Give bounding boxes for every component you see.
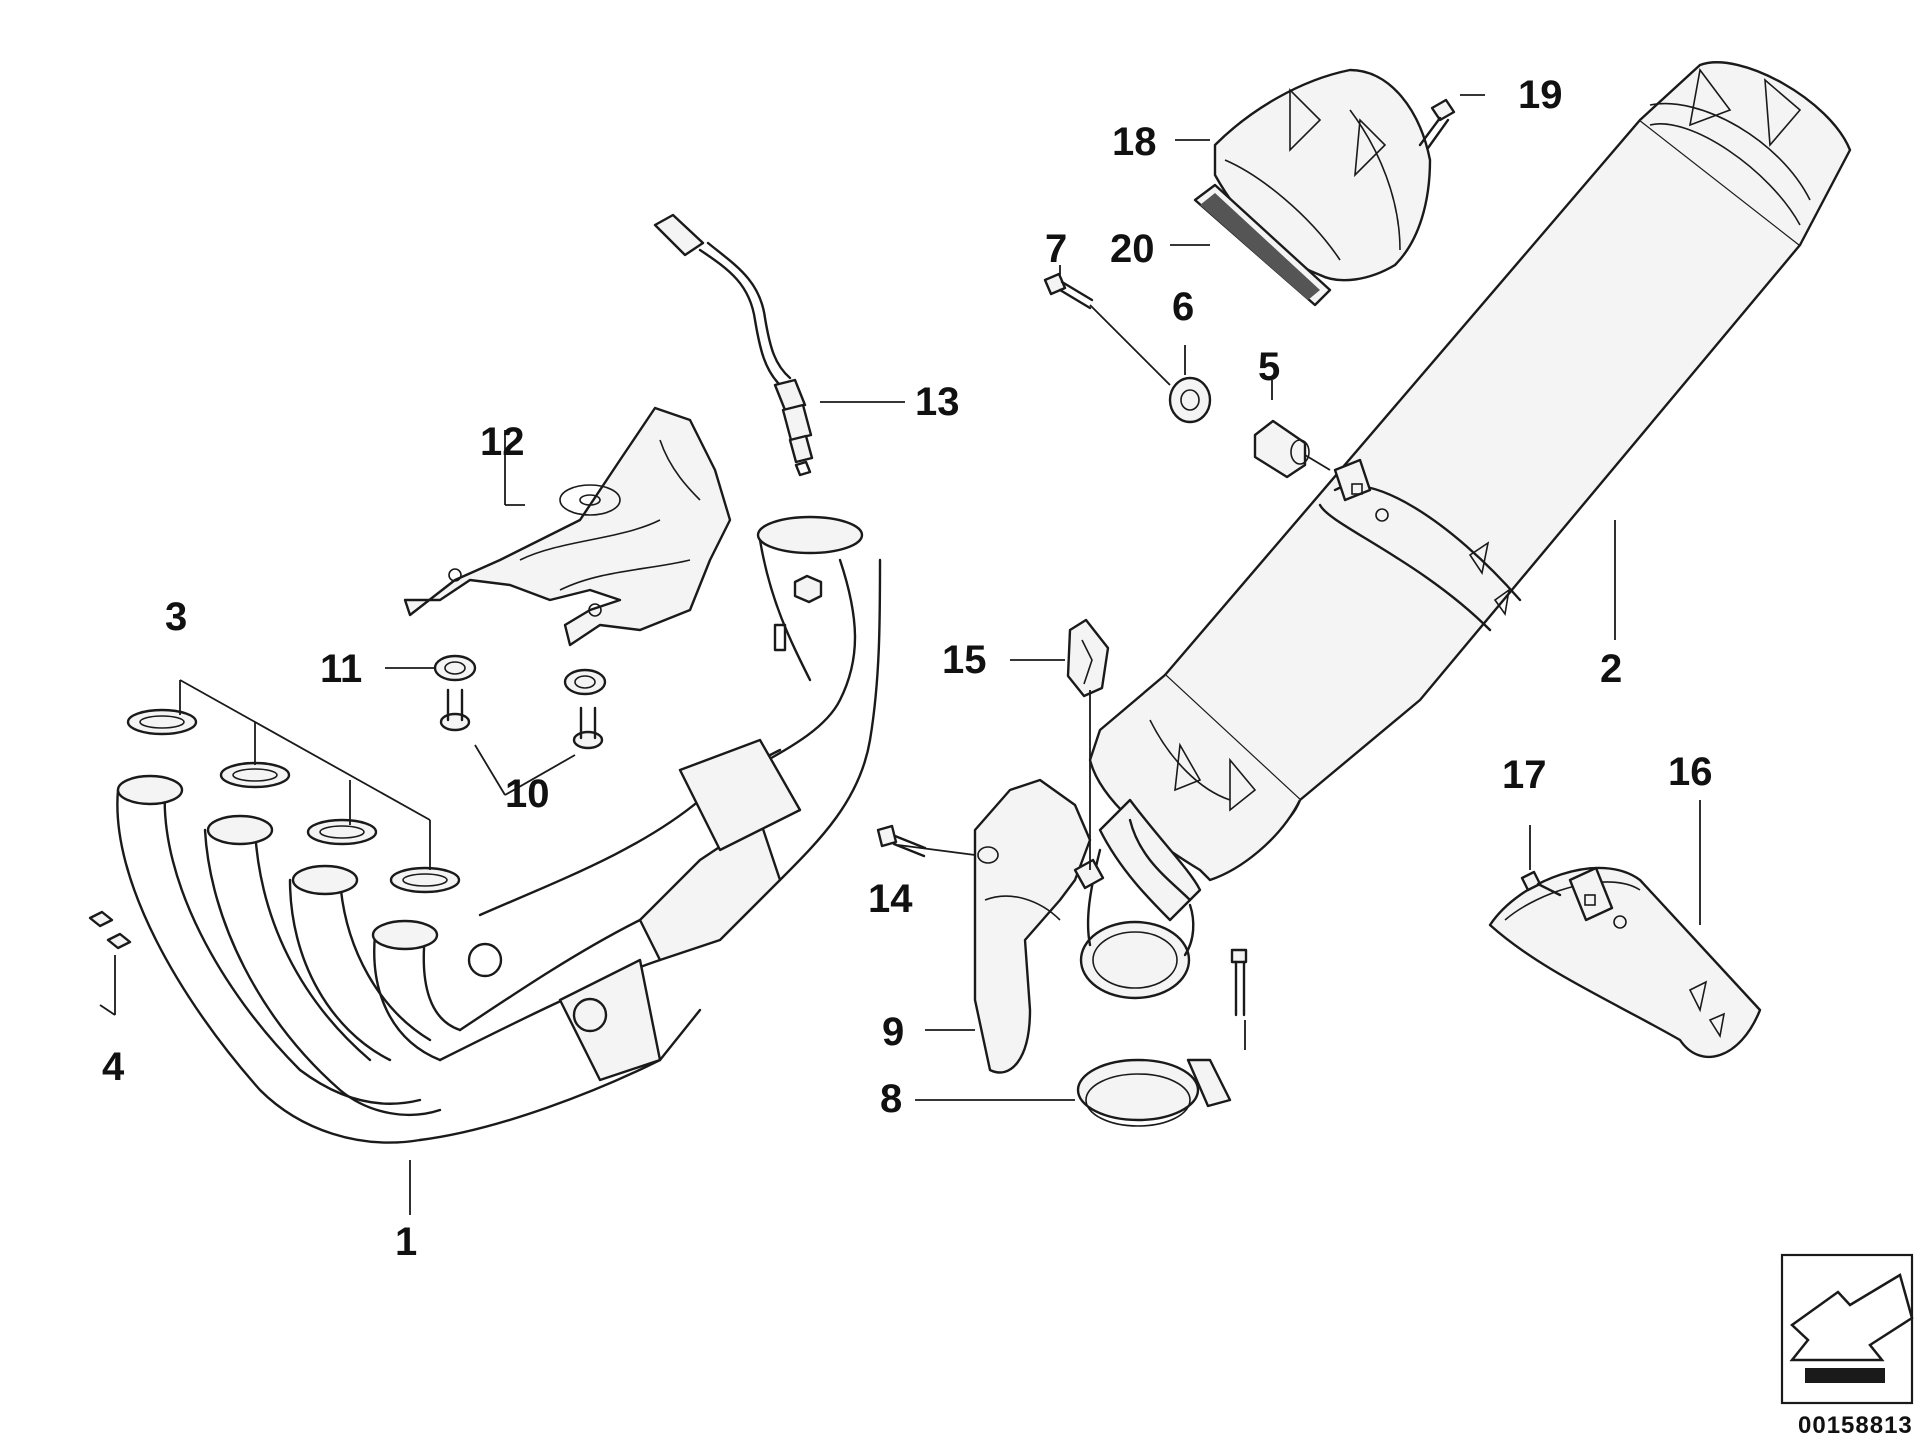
callout-2: 2	[1600, 647, 1622, 691]
silencer-bracket[interactable]	[973, 778, 1105, 1074]
callout-16: 16	[1668, 750, 1713, 794]
callout-9: 9	[882, 1010, 904, 1054]
callout-10: 10	[505, 772, 550, 816]
mounting-bolt[interactable]	[1043, 272, 1094, 310]
pipe-clamp[interactable]	[1076, 948, 1248, 1127]
nuts[interactable]	[88, 910, 132, 950]
clamp-screw[interactable]	[1520, 870, 1562, 897]
callout-18: 18	[1112, 120, 1157, 164]
callout-20: 20	[1110, 227, 1155, 271]
callout-13: 13	[915, 380, 960, 424]
callout-6: 6	[1172, 285, 1194, 329]
oxygen-sensor[interactable]	[653, 213, 814, 477]
spacer-bushing[interactable]	[1253, 419, 1310, 479]
callout-15: 15	[942, 638, 987, 682]
orientation-box	[1780, 1253, 1914, 1405]
end-cap[interactable]	[1213, 68, 1432, 282]
leader-lines	[99, 94, 1701, 1215]
callout-17: 17	[1502, 753, 1547, 797]
callout-3: 3	[165, 595, 187, 639]
callout-5: 5	[1258, 345, 1280, 389]
callout-8: 8	[880, 1077, 902, 1121]
callout-7: 7	[1045, 227, 1067, 271]
callout-14: 14	[868, 877, 913, 921]
end-cap-screw[interactable]	[1418, 98, 1456, 150]
washers[interactable]	[433, 654, 607, 696]
bracket-bolt[interactable]	[876, 824, 927, 858]
heat-shield[interactable]	[403, 406, 732, 647]
callout-4: 4	[102, 1045, 125, 1089]
silencer-clamp[interactable]	[1488, 866, 1762, 1058]
callout-11: 11	[320, 647, 362, 691]
silencer[interactable]	[1079, 61, 1852, 1000]
clip-nut[interactable]	[1066, 618, 1110, 698]
exhaust-manifold[interactable]	[116, 515, 882, 1144]
shield-screws[interactable]	[439, 688, 604, 750]
direction-arrow-icon	[1789, 1273, 1914, 1383]
reference-number: 00158813	[1798, 1412, 1913, 1439]
gaskets[interactable]	[126, 708, 461, 894]
rubber-grommet[interactable]	[1168, 376, 1212, 424]
callout-19: 19	[1518, 73, 1563, 117]
end-cap-insert[interactable]	[1193, 183, 1332, 307]
callout-1: 1	[395, 1220, 417, 1264]
callout-12: 12	[480, 420, 525, 464]
callout-labels: 1 2 3 4 5 6 7 8 9 10 11 12 13 14 15 16 1…	[102, 73, 1713, 1264]
